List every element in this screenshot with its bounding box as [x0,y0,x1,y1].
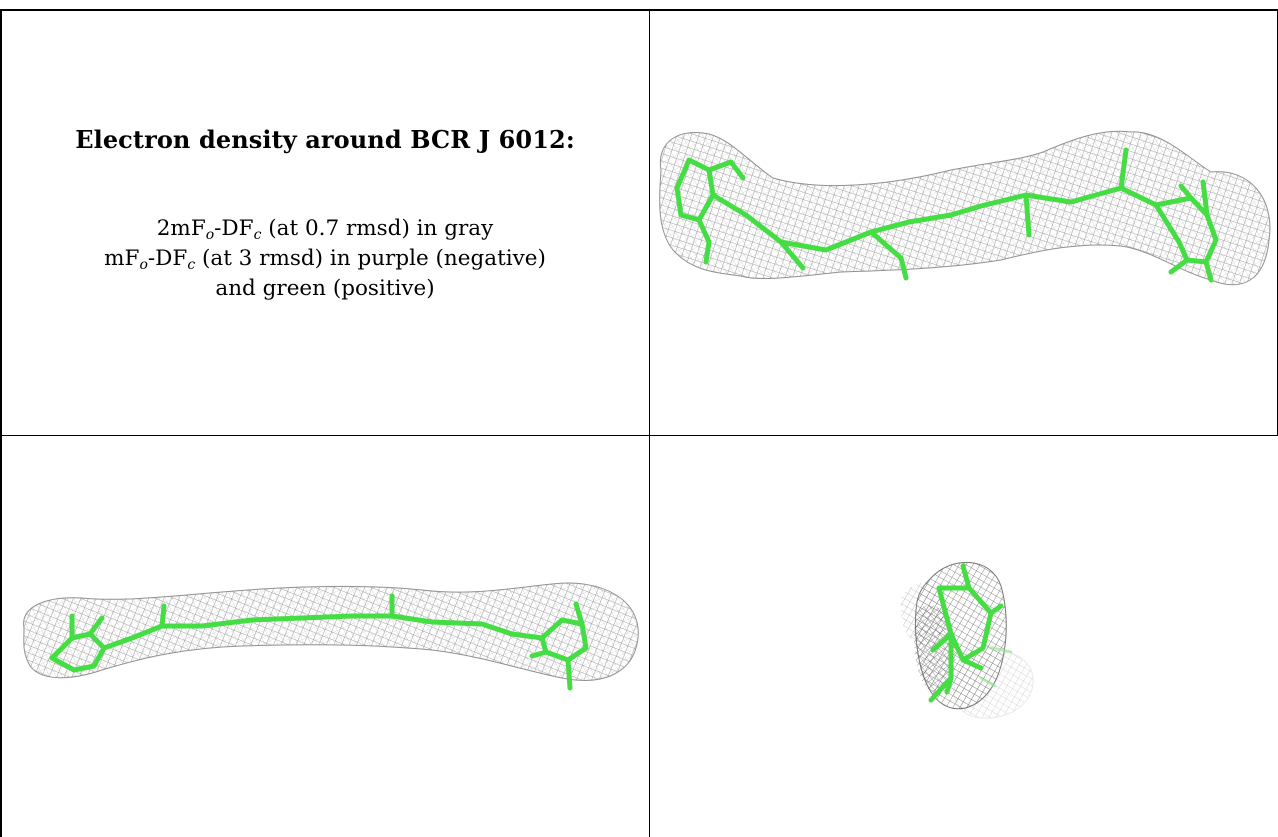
density-mesh [900,561,1034,719]
density-mesh [23,582,639,681]
figure-legend: 2mFo-DFc (at 0.7 rmsd) in gray mFo-DFc (… [2,214,648,304]
border-top [0,9,1278,11]
border-right [1276,9,1278,435]
figure-title: Electron density around BCR J 6012: [75,125,575,154]
density-panel-side [651,10,1278,434]
density-panel-end-on [651,438,1278,837]
legend-line-gray: 2mFo-DFc (at 0.7 rmsd) in gray [156,216,494,243]
border-middle-horizontal [0,434,1278,436]
ligand-model [928,563,1004,703]
density-image-top [23,582,639,691]
caption-cell: Electron density around BCR J 6012: 2mFo… [2,10,648,434]
density-image-side [659,130,1271,286]
density-mesh [659,130,1271,286]
border-middle-vertical [648,9,650,837]
density-image-end-on [900,561,1034,719]
border-left [0,9,2,837]
ligand-model [674,147,1219,283]
density-panel-top [2,438,648,837]
ligand-model-shadow [979,646,1013,688]
legend-line-purple: mFo-DFc (at 3 rmsd) in purple (negative) [104,246,546,273]
legend-line-green: and green (positive) [215,276,435,301]
ligand-model [49,593,589,691]
